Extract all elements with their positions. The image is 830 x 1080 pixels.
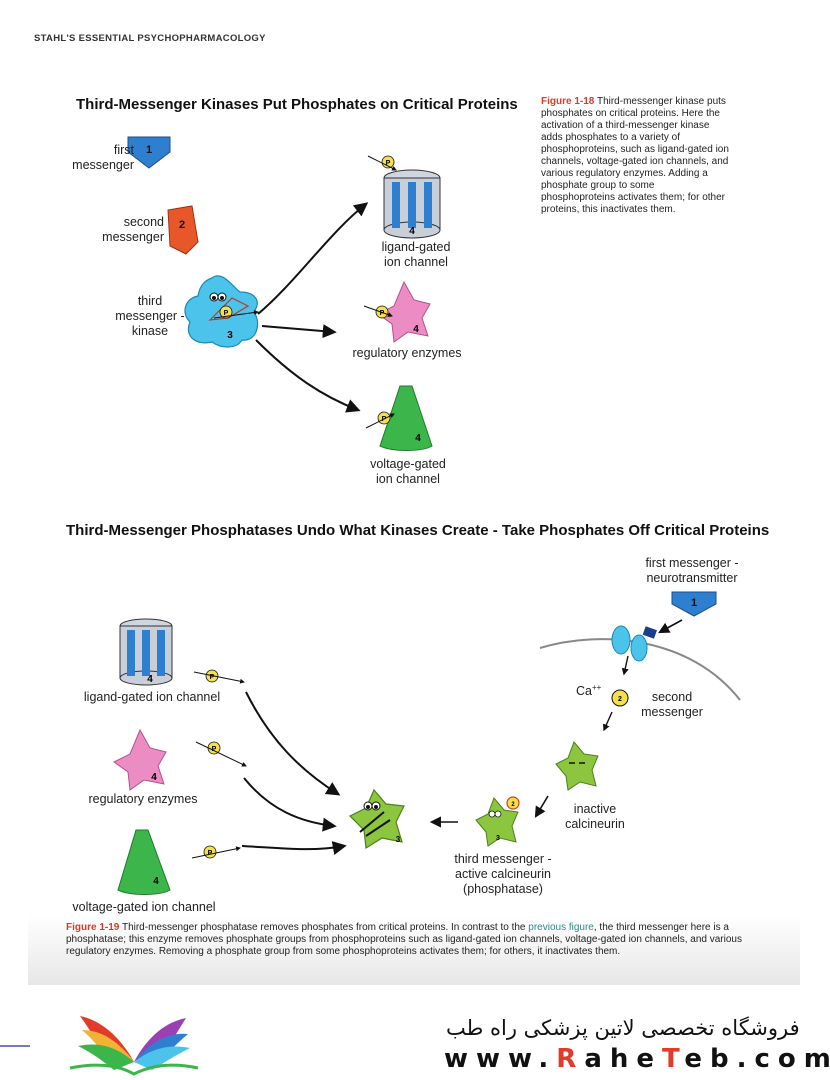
voltage-gated-channel-2-icon: 4 <box>117 829 171 895</box>
label-ligand-gated: ligand-gated ion channel <box>381 240 451 269</box>
figure-18-title: Third-Messenger Kinases Put Phosphates o… <box>76 96 518 113</box>
url-part-t: T <box>662 1044 685 1074</box>
badge-2: 2 <box>179 219 185 231</box>
badge-4-voltage-2: 4 <box>153 876 159 887</box>
badge-2-ca: 2 <box>618 696 622 703</box>
label-third-messenger-kinase: third messenger - kinase <box>115 294 185 338</box>
url-part-a: www. <box>444 1044 557 1074</box>
url-part-r: R <box>556 1044 585 1074</box>
book-logo-icon <box>0 1016 199 1076</box>
phosphate-rel-2: P <box>212 746 217 753</box>
arrow-voltage-to-phosphatase <box>241 841 347 855</box>
label-ligand-gated-2: ligand-gated ion channel <box>83 690 221 704</box>
badge-3: 3 <box>227 330 233 341</box>
footer-url: www.RaheTeb.com <box>444 1044 830 1074</box>
first-messenger-icon: 1 <box>127 136 171 169</box>
calcium-icon: 2 <box>603 689 629 732</box>
calcium-symbol: Ca <box>576 684 592 699</box>
figure-19-caption-b: , the third messenger here is a phosphat… <box>66 922 742 957</box>
url-part-ahe: ahe <box>584 1044 663 1074</box>
calcium-charge: ++ <box>591 683 602 692</box>
phosphate-voltage: P <box>382 416 387 423</box>
inactive-calcineurin-icon <box>555 741 599 791</box>
kinase-blob-icon: P 3 <box>184 275 259 348</box>
phosphate-released-1: P <box>193 669 245 684</box>
previous-figure-link[interactable]: previous figure <box>528 922 594 933</box>
url-part-com: .com <box>736 1044 830 1074</box>
arrow-ligand-to-phosphatase <box>245 691 341 796</box>
label-calcium: Ca++ <box>576 680 601 699</box>
footer <box>0 985 830 1080</box>
badge-1: 1 <box>146 144 152 156</box>
second-messenger-icon: 2 <box>167 205 199 255</box>
phosphate-rel-3: P <box>208 850 213 857</box>
badge-4-enzyme-2: 4 <box>151 772 157 783</box>
phosphate-rel-1: P <box>210 674 215 681</box>
badge-4-ligand-2: 4 <box>147 674 153 685</box>
label-active-calcineurin: third messenger - active calcineurin (ph… <box>454 852 552 896</box>
label-second-messenger-ca: second messenger <box>641 690 703 719</box>
label-voltage-gated-2: voltage-gated ion channel <box>72 900 216 914</box>
label-second-messenger: second messenger <box>102 215 164 244</box>
active-calcineurin-small-icon: 2 3 <box>475 796 520 847</box>
label-voltage-gated: voltage-gated ion channel <box>370 457 446 486</box>
badge-4-enzyme: 4 <box>413 324 419 335</box>
figure-19-number: Figure 1-19 <box>66 922 120 933</box>
badge-3-small: 3 <box>496 835 500 842</box>
label-regulatory-enzymes: regulatory enzymes <box>352 346 462 360</box>
badge-1-nt: 1 <box>691 597 697 609</box>
arrow-to-ligand <box>257 202 369 315</box>
figure-18-number: Figure 1-18 <box>541 96 595 107</box>
arrow-to-voltage <box>255 339 361 413</box>
voltage-gated-channel-icon: 4 P <box>365 385 433 451</box>
label-regulatory-enzymes-2: regulatory enzymes <box>88 792 198 806</box>
regulatory-enzyme-icon: 4 P <box>363 280 431 343</box>
phosphatase-icon: 3 <box>348 788 405 850</box>
regulatory-enzyme-2-icon: 4 <box>113 728 167 791</box>
url-part-eb: eb <box>684 1044 737 1074</box>
arrow-activation <box>534 795 549 818</box>
badge-3-phosphatase: 3 <box>396 835 401 844</box>
phosphate-released-2: P <box>195 741 247 767</box>
figure-19-title: Third-Messenger Phosphatases Undo What K… <box>66 522 770 539</box>
phosphate-released-3: P <box>191 845 241 859</box>
figure-18-caption-text: Third-messenger kinase puts phosphates o… <box>541 96 729 215</box>
badge-4-voltage: 4 <box>415 433 421 444</box>
figure-18-caption: Figure 1-18 Third-messenger kinase puts … <box>541 96 729 216</box>
phosphate-ligand: P <box>386 160 391 167</box>
running-head: STAHL'S ESSENTIAL PSYCHOPHARMACOLOGY <box>34 33 266 44</box>
arrow-to-enzymes <box>261 324 337 339</box>
label-first-messenger-nt: first messenger - neurotransmitter <box>645 556 739 585</box>
badge-4-ligand: 4 <box>409 226 415 237</box>
neurotransmitter-icon: 1 <box>658 591 717 634</box>
label-inactive-calcineurin: inactive calcineurin <box>565 802 625 831</box>
figure-19-caption-a: Third-messenger phosphatase removes phos… <box>119 922 529 933</box>
badge-2-cn: 2 <box>511 802 515 808</box>
ligand-gated-channel-2-icon: 4 <box>119 618 173 686</box>
footer-persian-text: فروشگاه تخصصی لاتین پزشکی راه طب <box>446 1016 800 1040</box>
ligand-gated-channel-icon: 4 P <box>367 155 441 239</box>
phosphate-kinase: P <box>224 310 229 317</box>
caption-band <box>28 915 800 993</box>
arrow-enzyme-to-phosphatase <box>243 777 337 832</box>
figure-19-caption: Figure 1-19 Third-messenger phosphatase … <box>66 922 756 958</box>
phosphate-enzyme: P <box>380 310 385 317</box>
receptor-icon <box>611 625 658 676</box>
label-first-messenger: first messenger <box>72 143 134 172</box>
